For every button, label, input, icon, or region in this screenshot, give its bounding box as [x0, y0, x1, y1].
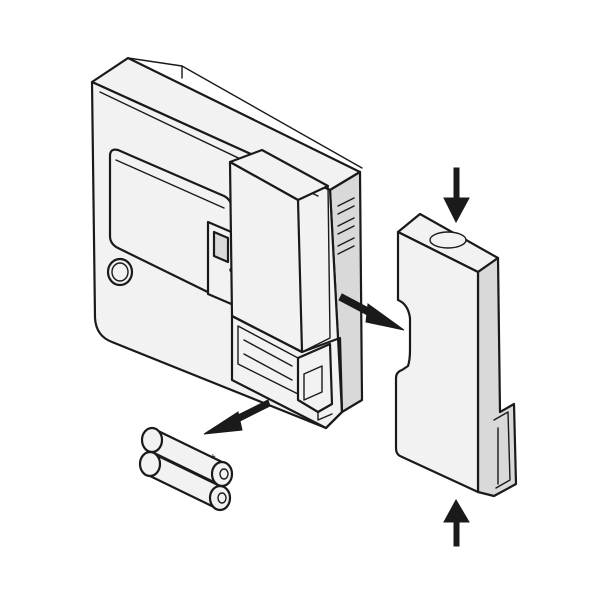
- battery-polarity-mark: +: [210, 452, 216, 463]
- vent-slots: [337, 197, 355, 255]
- battery-cover-icon: [394, 212, 518, 498]
- slider-switch-icon: [206, 220, 238, 308]
- arrow-icon: [443, 498, 470, 547]
- arrow-icon: [203, 399, 271, 435]
- thermostat-unit-icon: [90, 56, 364, 430]
- arrow-icon: [443, 167, 470, 224]
- battery-compartment: [230, 314, 344, 430]
- arrow-icon: [338, 293, 405, 331]
- round-button-icon: [106, 257, 134, 287]
- aa-battery-icon: +: [138, 426, 234, 512]
